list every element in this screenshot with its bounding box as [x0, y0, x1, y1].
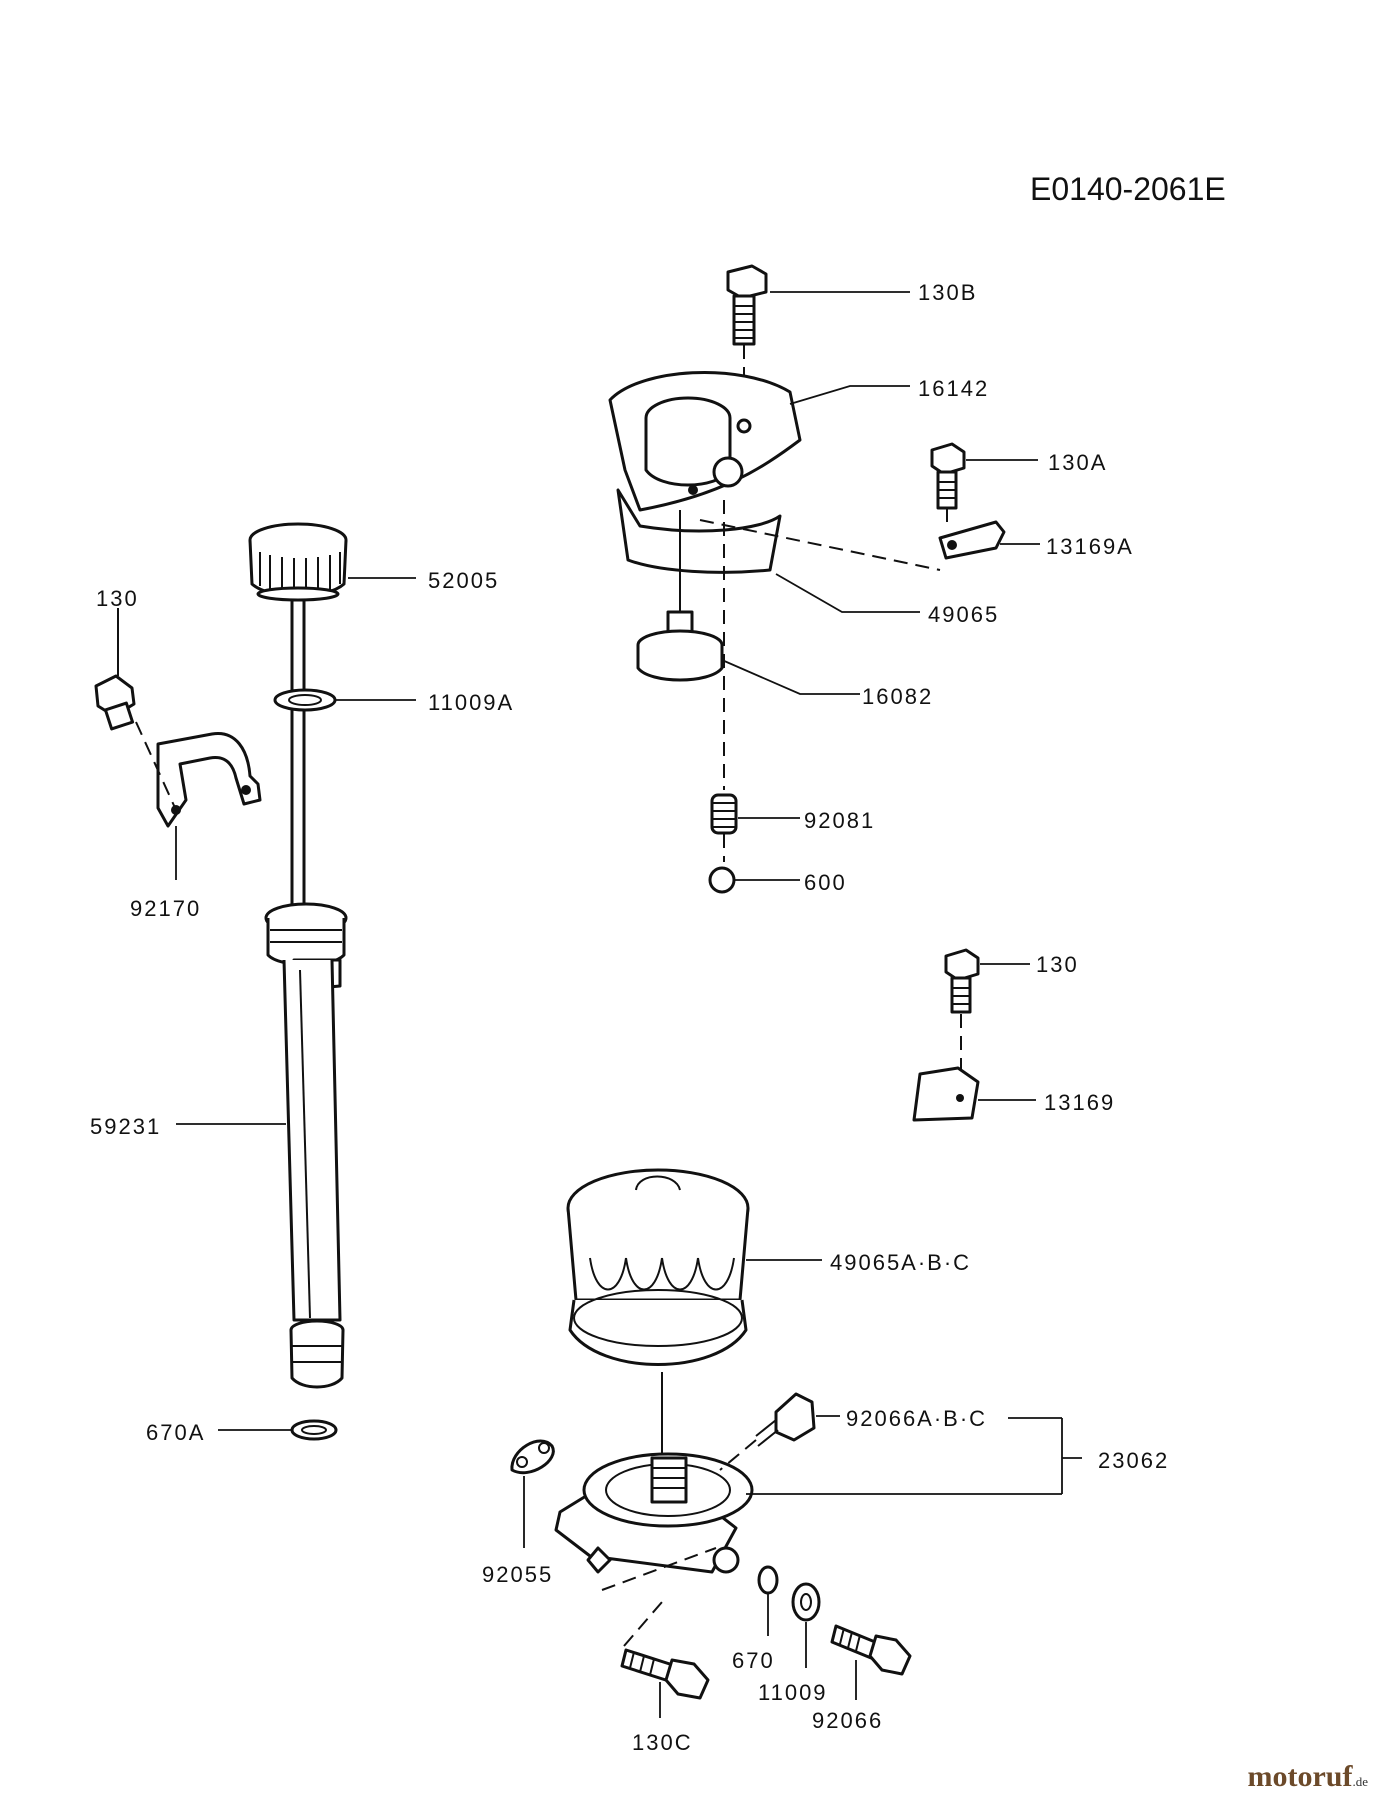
- clamp-92170: [135, 721, 262, 828]
- callout-13169a: 13169A: [1046, 534, 1134, 559]
- callout-130b: 130B: [918, 280, 977, 305]
- cooler-housing-16142: [608, 371, 802, 512]
- plug-92066abc: [719, 1392, 816, 1471]
- callout-92066: 92066: [812, 1708, 883, 1733]
- bolt-130b: [726, 264, 768, 420]
- o-ring-670: [757, 1565, 779, 1595]
- callout-600: 600: [804, 870, 847, 895]
- callout-130a: 130A: [1048, 450, 1107, 475]
- brand-name: motoruf: [1247, 1760, 1353, 1793]
- bolt-130c: [620, 1601, 710, 1700]
- dipstick-rod: [290, 598, 306, 907]
- leader-16142: [789, 385, 910, 405]
- bolt-130-left: [94, 608, 136, 731]
- oil-cooler-base-23062: [554, 1452, 754, 1591]
- callout-670a: 670A: [146, 1420, 205, 1445]
- bolt-130a: [930, 442, 966, 530]
- ball-600: [708, 866, 736, 894]
- leader-49065: [775, 573, 920, 613]
- oil-filler-tube-59231: [264, 902, 348, 1389]
- bracket-49065: [616, 488, 941, 574]
- callout-670: 670: [732, 1648, 775, 1673]
- spring-92081: [710, 500, 738, 862]
- callout-13169: 13169: [1044, 1090, 1115, 1115]
- callout-49065abc: 49065A·B·C: [830, 1250, 971, 1275]
- callout-11009a: 11009A: [428, 690, 514, 715]
- callout-11009: 11009: [758, 1680, 828, 1705]
- callout-130c: 130C: [632, 1730, 693, 1755]
- plate-13169a: [938, 520, 1006, 560]
- callout-130-left: 130: [96, 586, 139, 611]
- dipstick-cap-52005: [248, 522, 348, 602]
- bolt-130-right: [944, 948, 980, 1090]
- bolt-92066: [830, 1624, 912, 1676]
- oil-filter-49065abc: [566, 1168, 750, 1470]
- motoruf-logo[interactable]: motoruf.de: [1247, 1760, 1368, 1794]
- callout-92066abc: 92066A·B·C: [846, 1406, 987, 1431]
- washer-11009: [791, 1582, 821, 1622]
- leader-23062: [746, 1417, 1082, 1495]
- leader-16082: [721, 659, 860, 695]
- callout-16142: 16142: [918, 376, 989, 401]
- callout-59231: 59231: [90, 1114, 161, 1139]
- plate-13169: [912, 1066, 980, 1122]
- o-ring-11009a: [273, 688, 337, 712]
- o-ring-670a: [290, 1419, 338, 1441]
- callout-92055: 92055: [482, 1562, 553, 1587]
- callout-92081: 92081: [804, 808, 875, 833]
- oil-sensor-16082: [636, 510, 724, 682]
- brand-tld: .de: [1352, 1774, 1368, 1789]
- callout-16082: 16082: [862, 684, 933, 709]
- gasket-92055: [510, 1439, 555, 1475]
- callout-130-right: 130: [1036, 952, 1079, 977]
- callout-49065: 49065: [928, 602, 999, 627]
- callout-23062: 23062: [1098, 1448, 1169, 1473]
- callout-52005: 52005: [428, 568, 499, 593]
- callout-92170: 92170: [130, 896, 201, 921]
- diagram-code: E0140-2061E: [1030, 171, 1226, 207]
